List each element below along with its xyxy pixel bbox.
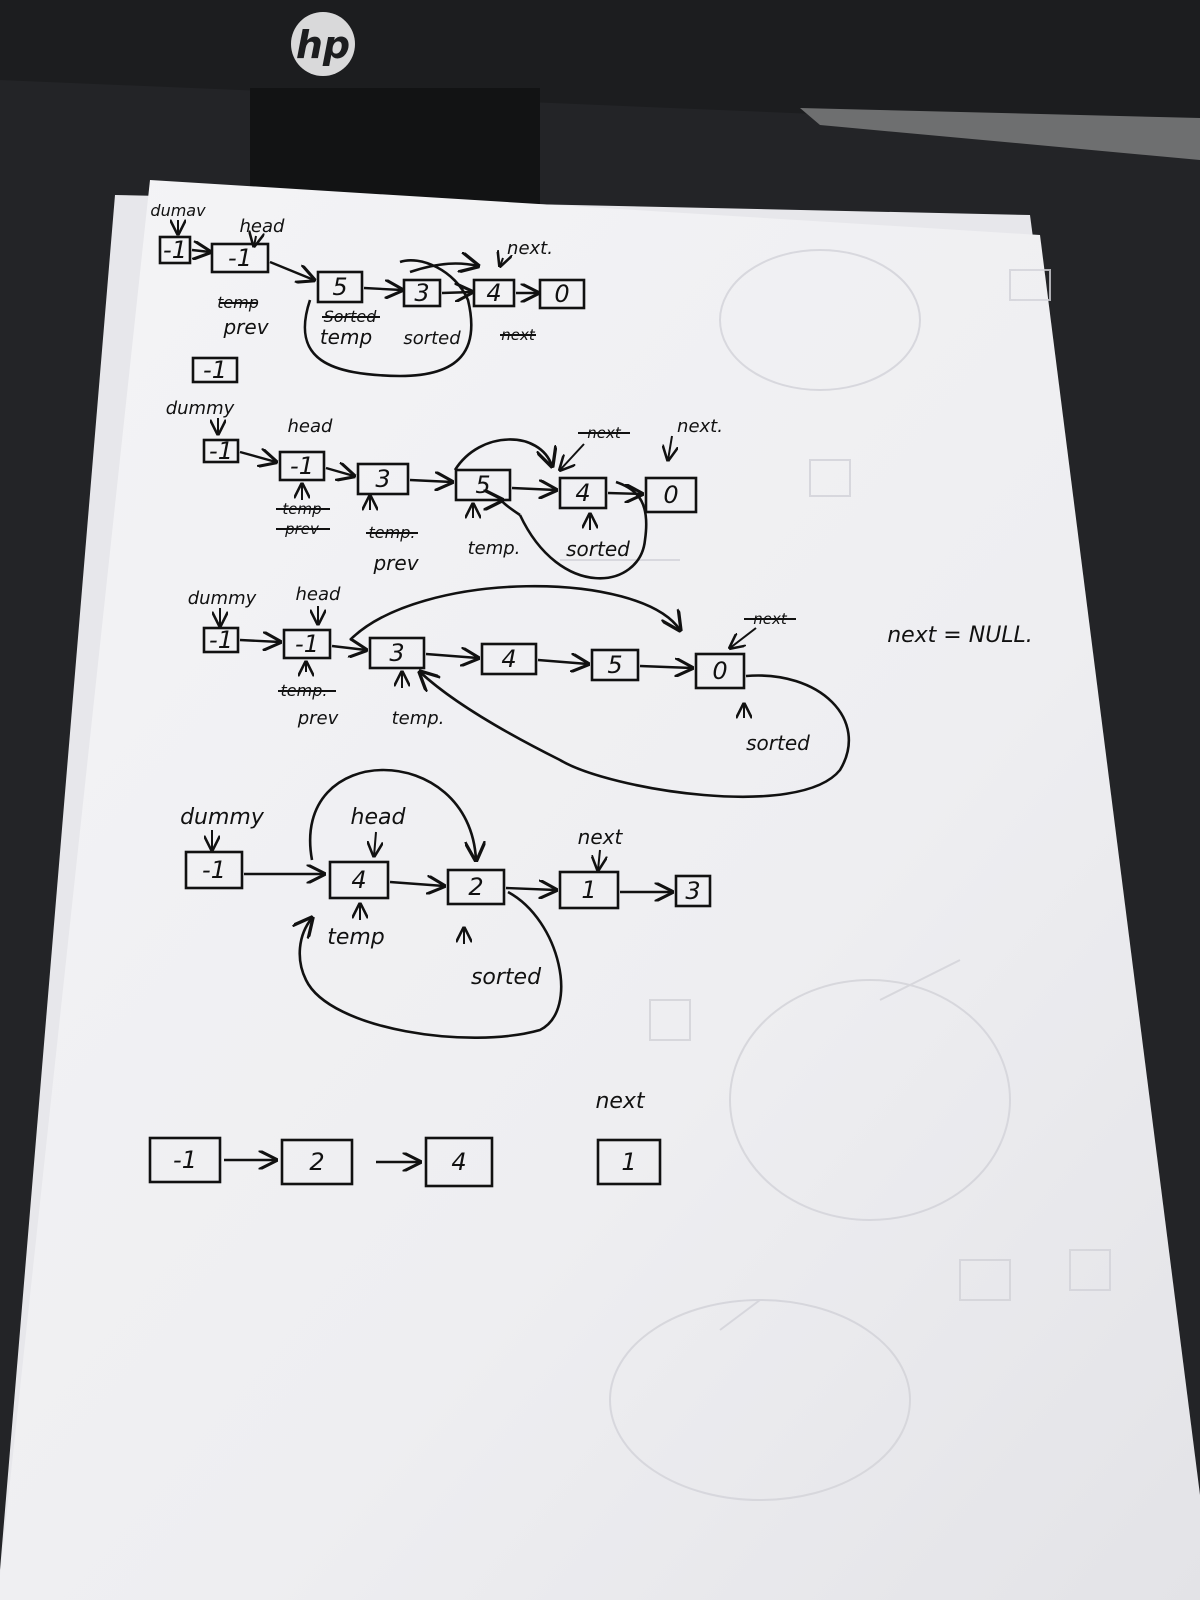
show-through-marks [560, 249, 1111, 1501]
row5-detached-node [596, 1138, 662, 1186]
row1-node-3-value: 5 [332, 273, 347, 301]
row3-node-3-value: 3 [389, 639, 404, 667]
row3-node-1-value: -1 [209, 626, 233, 654]
diagram-row-1: dumav head next. -1 -1 5 3 4 0 temp prev… [150, 201, 586, 384]
row3-dummy-label: dummy [188, 588, 257, 609]
row2-node-6 [644, 476, 698, 514]
row1-scratch-value: -1 [203, 356, 227, 384]
row5-node-1-value: -1 [173, 1146, 197, 1174]
row3-next-null-label: next = NULL. [887, 623, 1033, 648]
row1-node-5-value: 4 [486, 279, 501, 307]
row3-node-2-value: -1 [295, 630, 319, 658]
row1-scratch-box [191, 356, 239, 384]
row3-prev-label: prev [297, 708, 339, 729]
row1-dummy-label: dumav [150, 201, 206, 220]
row4-node-3-value: 2 [468, 873, 483, 901]
row2-dummy-label: dummy [166, 398, 235, 419]
row3-node-2 [282, 628, 332, 660]
row4-node-5 [674, 874, 712, 908]
row4-next-label: next [578, 825, 624, 849]
row4-node-3 [446, 868, 506, 906]
row1-node-1-value: -1 [163, 236, 187, 264]
row1-node-6-value: 0 [554, 280, 569, 308]
row1-node-1 [158, 235, 192, 265]
row2-node-5 [558, 476, 608, 510]
row2-temp-label: temp. [468, 538, 521, 559]
row2-head-label: head [288, 416, 334, 437]
row4-node-1 [184, 850, 244, 890]
row4-temp-label: temp [327, 925, 385, 950]
row2-node-4-value: 5 [475, 471, 490, 499]
diagram-row-5: next -1 2 4 1 [148, 1089, 662, 1188]
row3-sorted-label: sorted [746, 731, 810, 755]
row1-temp-label: temp [320, 325, 372, 349]
row5-node-3-value: 4 [451, 1148, 466, 1176]
row3-temp-label: temp. [392, 708, 445, 729]
diagram-row-4: dummy head next -1 4 2 1 3 temp sorted [180, 768, 712, 1039]
row2-node-3-value: 3 [375, 465, 390, 493]
row5-node-2-value: 2 [309, 1148, 324, 1176]
row3-head-label: head [296, 584, 342, 605]
row5-detached-node-value: 1 [621, 1148, 636, 1176]
row4-node-4 [558, 870, 620, 910]
row3-node-4-value: 4 [501, 645, 516, 673]
row4-node-5-value: 3 [685, 877, 700, 905]
monitor-stand [250, 88, 540, 208]
paper-sheet [0, 180, 1200, 1600]
row4-sorted-label: sorted [471, 965, 542, 990]
diagram-row-2: dummy head next next. -1 -1 3 5 4 0 temp… [166, 398, 723, 580]
row3-node-6 [694, 652, 746, 690]
row2-node-4 [454, 468, 512, 502]
row5-node-2 [280, 1138, 354, 1186]
row3-node-3 [368, 636, 426, 670]
row2-prev-label: prev [372, 551, 419, 575]
row2-sorted-label: sorted [566, 537, 630, 561]
row1-prev-label: prev [222, 315, 269, 339]
hp-logo: hp [291, 12, 355, 76]
row2-node-5-value: 4 [575, 479, 590, 507]
row2-next-label: next. [677, 416, 723, 437]
row2-node-1 [202, 438, 240, 464]
row1-node-4-value: 3 [414, 279, 429, 307]
row3-node-4 [480, 642, 538, 676]
row3-node-5 [590, 648, 640, 682]
hp-logo-text: hp [296, 23, 350, 67]
row4-dummy-label: dummy [180, 805, 265, 830]
row1-node-3 [316, 270, 364, 304]
monitor-highlight [800, 108, 1200, 160]
row2-node-6-value: 0 [663, 481, 678, 509]
row1-sorted-label: sorted [403, 328, 461, 349]
row4-node-1-value: -1 [202, 856, 226, 884]
row1-node-2-value: -1 [228, 244, 252, 272]
row1-node-6 [538, 278, 586, 310]
row5-next-label: next [595, 1089, 645, 1114]
row4-node-2 [328, 860, 390, 900]
row4-node-2-value: 4 [351, 866, 366, 894]
row1-head-label: head [240, 216, 286, 237]
row1-next-top-label: next. [507, 238, 553, 259]
row5-node-3 [424, 1136, 494, 1188]
row2-node-2-value: -1 [290, 452, 314, 480]
row4-head-label: head [351, 805, 407, 830]
row2-node-1-value: -1 [209, 437, 233, 465]
row3-node-6-value: 0 [712, 657, 727, 685]
row5-node-1 [148, 1136, 222, 1184]
row3-node-5-value: 5 [607, 651, 622, 679]
row4-node-4-value: 1 [581, 876, 596, 904]
diagram-row-3: dummy head next next = NULL. -1 -1 3 4 5… [188, 584, 1033, 799]
row3-node-1 [202, 626, 240, 654]
